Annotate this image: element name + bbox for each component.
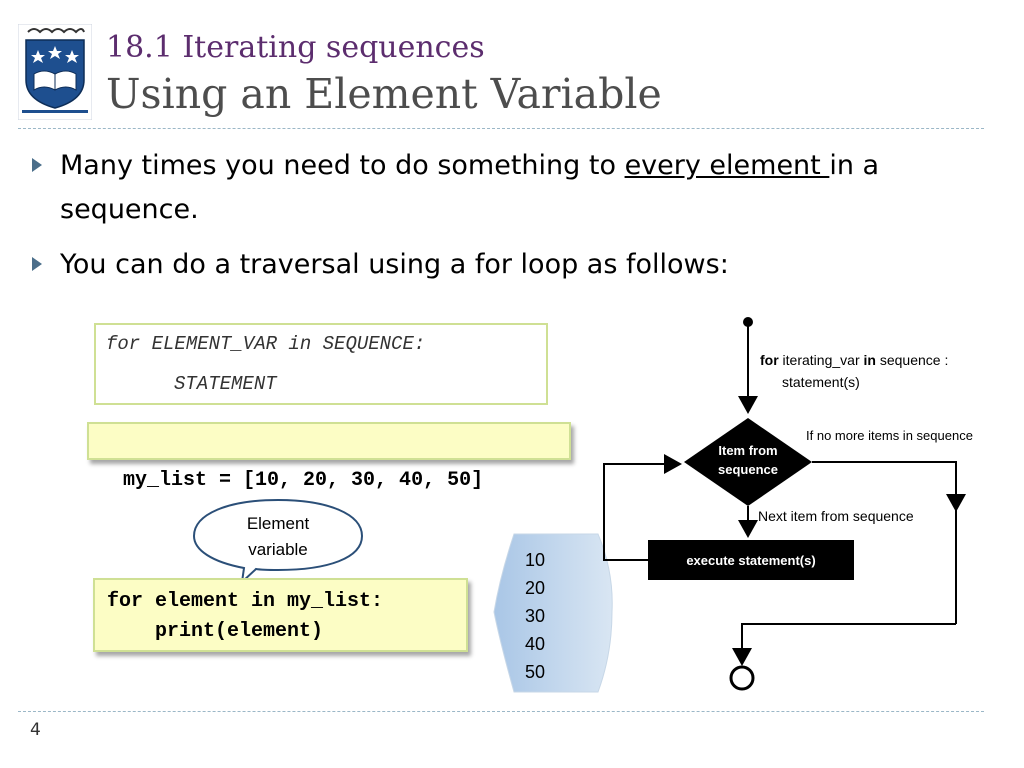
- flow-end-circle: [729, 665, 755, 691]
- flow-header-line-1: for iterating_var in sequence :: [760, 352, 948, 368]
- sequence-value: 40: [525, 634, 546, 654]
- header-divider: [18, 128, 984, 129]
- bullet-1-underlined-text: every element: [624, 150, 830, 181]
- decision-line-2: sequence: [718, 462, 778, 477]
- my-list-code: my_list = [10, 20, 30, 40, 50]: [123, 469, 484, 492]
- sequence-value: 30: [525, 606, 546, 626]
- flow-arrow-exit: [732, 623, 956, 666]
- slide-title: Using an Element Variable: [106, 70, 662, 118]
- loop-code-line-1: for element in my_list:: [107, 590, 384, 613]
- university-logo: [17, 23, 93, 121]
- sequence-value: 50: [525, 662, 546, 682]
- syntax-line-2: STATEMENT: [174, 373, 277, 395]
- bullet-2-text: You can do a traversal using a for loop …: [60, 249, 729, 280]
- bullet-item-1: Many times you need to do something to e…: [30, 144, 980, 232]
- flow-arrow-loop-back: [603, 454, 682, 561]
- bullet-triangle-icon: [32, 257, 42, 271]
- callout-line-1: Element: [246, 514, 310, 533]
- element-variable-callout: [192, 498, 364, 584]
- bullet-item-2: You can do a traversal using a for loop …: [30, 243, 980, 287]
- no-more-items-label: If no more items in sequence: [806, 428, 973, 443]
- university-crest-icon: [17, 23, 93, 121]
- next-item-label: Next item from sequence: [758, 508, 914, 524]
- flow-arrow-no-more-items: [812, 461, 966, 512]
- flow-header-line-2: statement(s): [782, 374, 860, 390]
- bullet-triangle-icon: [32, 158, 42, 172]
- sequence-value: 20: [525, 578, 546, 598]
- sequence-values-list: 10 20 30 40 50: [525, 546, 545, 686]
- bullet-1-text-before: Many times you need to do something to: [60, 150, 625, 181]
- my-list-code-box: my_list = [10, 20, 30, 40, 50]: [87, 422, 571, 492]
- for-loop-flowchart: for iterating_var in sequence : statemen…: [603, 317, 973, 691]
- bullet-1-text-after: in a sequence.: [60, 150, 880, 225]
- execute-statement-box: [648, 540, 854, 580]
- for-loop-example-code-box: for element in my_list: print(element): [93, 578, 468, 652]
- execute-statement-label: execute statement(s): [686, 553, 815, 568]
- sequence-value: 10: [525, 550, 546, 570]
- slide-subtitle: 18.1 Iterating sequences: [106, 30, 485, 65]
- for-loop-syntax-box: for ELEMENT_VAR in SEQUENCE: STATEMENT: [94, 323, 548, 405]
- sequence-values-shape: [493, 533, 613, 693]
- loop-code-line-2: print(element): [107, 620, 324, 643]
- decision-line-1: Item from: [718, 443, 777, 458]
- decision-diamond: [684, 418, 812, 506]
- syntax-line-1: for ELEMENT_VAR in SEQUENCE:: [106, 333, 426, 355]
- callout-line-2: variable: [248, 540, 308, 559]
- footer-divider: [18, 711, 984, 712]
- callout-text: Element variable: [206, 511, 350, 563]
- page-number: 4: [30, 720, 41, 740]
